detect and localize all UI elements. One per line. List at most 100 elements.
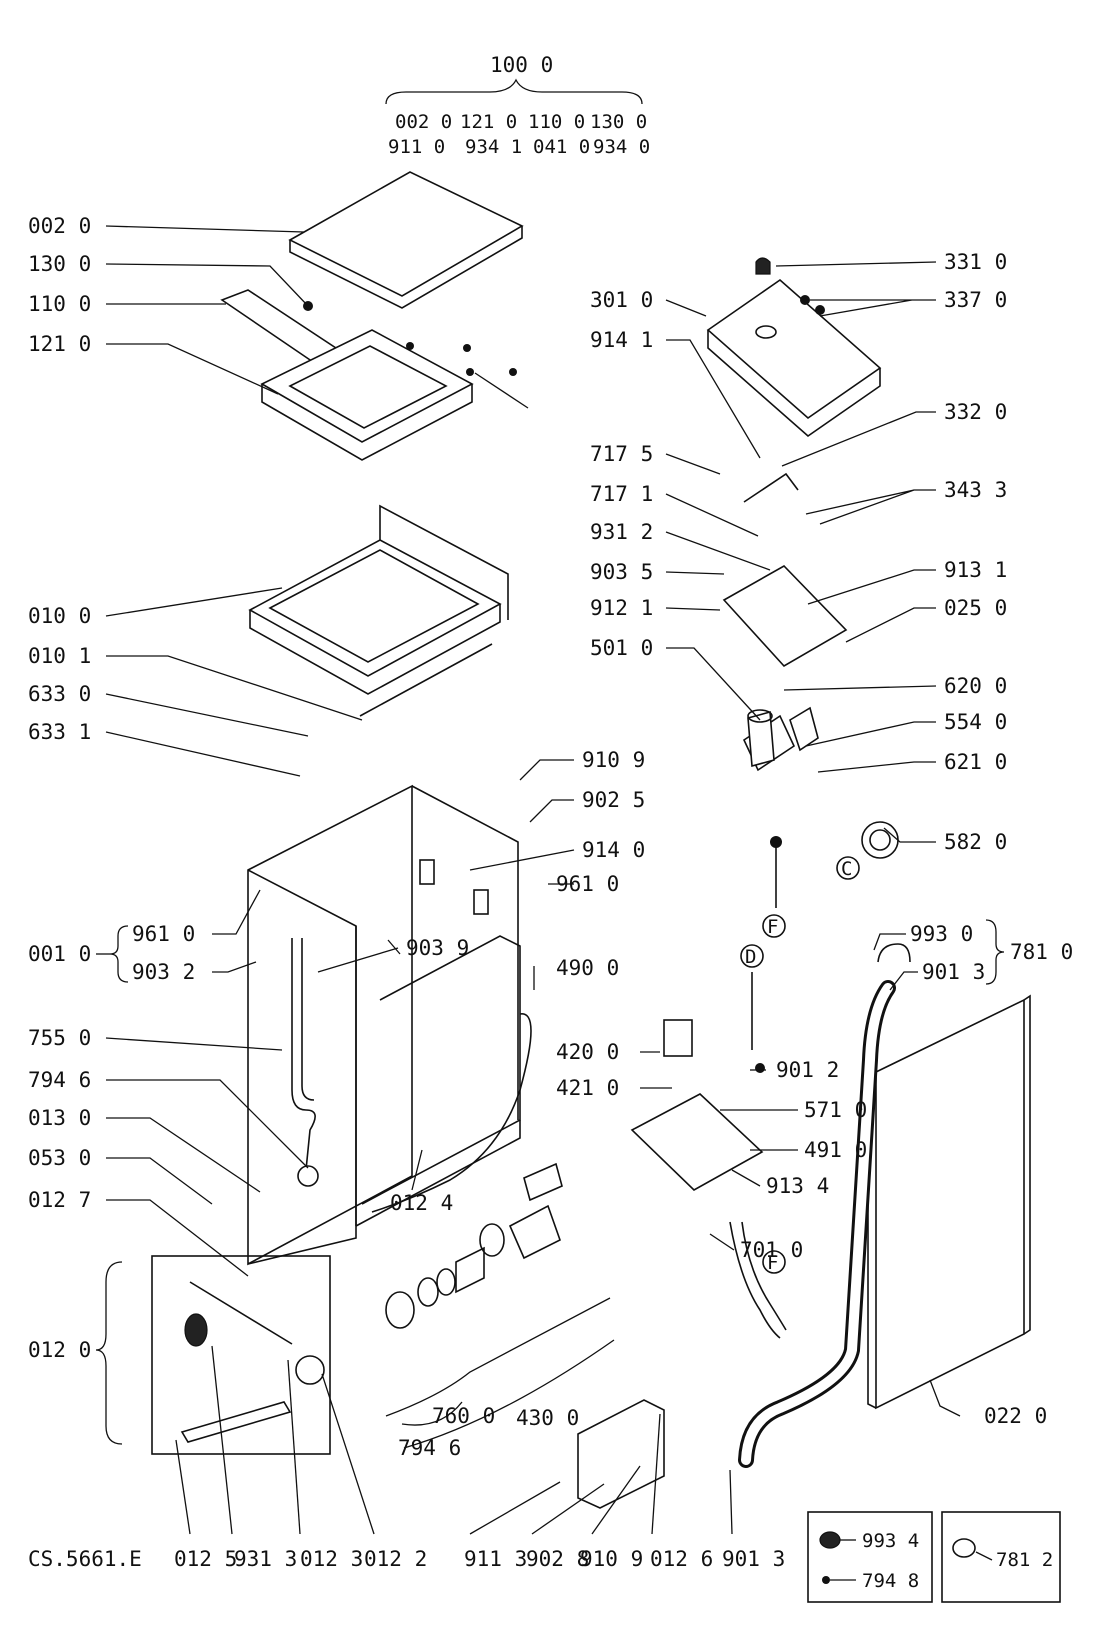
- label-010-1: 010 1: [28, 644, 91, 668]
- marker-f-upper: F: [767, 916, 778, 938]
- brace-781: [985, 919, 1005, 985]
- label-012-6: 012 6: [650, 1547, 713, 1571]
- label-420-0: 420 0: [556, 1040, 619, 1064]
- legend-993-4: 993 4: [862, 1530, 919, 1552]
- label-301-0: 301 0: [590, 288, 653, 312]
- label-top-group-r1-2: 110 0: [528, 111, 585, 133]
- label-top-group-r2-2: 041 0: [533, 136, 590, 158]
- top-group-brace: 100 0 002 0 121 0 110 0 130 0 911 0 934 …: [385, 53, 650, 158]
- circle-markers: C F D F: [740, 856, 860, 1274]
- brace-012: [95, 1261, 123, 1445]
- marker-c: C: [841, 858, 852, 880]
- label-633-0: 633 0: [28, 682, 91, 706]
- left-leaders: [105, 225, 363, 1277]
- label-001-0: 001 0: [28, 942, 91, 966]
- label-top-group: 100 0: [490, 53, 553, 77]
- label-912-1: 912 1: [590, 596, 653, 620]
- label-717-5: 717 5: [590, 442, 653, 466]
- inlet-hose: [729, 1221, 787, 1339]
- label-993-0: 993 0: [910, 922, 973, 946]
- subassembly-box: [151, 1255, 331, 1455]
- drain-pipe: [291, 938, 319, 1187]
- label-914-0: 914 0: [582, 838, 645, 862]
- side-panel: [867, 994, 1031, 1410]
- label-781-0: 781 0: [1010, 940, 1073, 964]
- label-794-6: 794 6: [28, 1068, 91, 1092]
- brace-430: [385, 1297, 615, 1449]
- label-491-0: 491 0: [804, 1138, 867, 1162]
- rod-parts: [751, 836, 782, 1073]
- legend: 993 4 794 8 781 2: [807, 1511, 1061, 1603]
- label-343-3: 343 3: [944, 478, 1007, 502]
- label-931-2: 931 2: [590, 520, 653, 544]
- label-130-0: 130 0: [28, 252, 91, 276]
- label-910-9-bottom: 910 9: [580, 1547, 643, 1571]
- label-top-group-r1-3: 130 0: [590, 111, 647, 133]
- label-012-2: 012 2: [364, 1547, 427, 1571]
- middle-labels: 910 9 902 5 914 0 961 0 903 9 490 0 420 …: [390, 748, 1047, 1460]
- label-top-group-r2-0: 911 0: [388, 136, 445, 158]
- middle-leaders: [317, 759, 961, 1417]
- lower-bracket: [577, 1399, 665, 1509]
- label-620-0: 620 0: [944, 674, 1007, 698]
- label-top-group-r1-1: 121 0: [460, 111, 517, 133]
- label-903-9: 903 9: [406, 936, 469, 960]
- right-labels: 331 0 337 0 301 0 914 1 332 0 717 5 717 …: [590, 250, 1073, 991]
- label-top-group-r1-0: 002 0: [395, 111, 452, 133]
- label-571-0: 571 0: [804, 1098, 867, 1122]
- label-961-0-left: 961 0: [132, 922, 195, 946]
- label-913-1: 913 1: [944, 558, 1007, 582]
- label-331-0: 331 0: [944, 250, 1007, 274]
- label-910-9-mid: 910 9: [582, 748, 645, 772]
- label-902-5: 902 5: [582, 788, 645, 812]
- label-903-2: 903 2: [132, 960, 195, 984]
- label-760-0: 760 0: [432, 1404, 495, 1428]
- motor-pump-501: [747, 709, 775, 768]
- label-013-0: 013 0: [28, 1106, 91, 1130]
- brace-001: [109, 925, 129, 983]
- bottom-labels: CS.5661.E 012 5 931 3 012 3 012 2 911 3 …: [28, 1547, 785, 1571]
- label-490-0: 490 0: [556, 956, 619, 980]
- label-012-5: 012 5: [174, 1547, 237, 1571]
- label-903-5: 903 5: [590, 560, 653, 584]
- label-top-group-r2-3: 934 0: [593, 136, 650, 158]
- label-010-0: 010 0: [28, 604, 91, 628]
- right-leaders: [665, 261, 937, 843]
- label-top-group-r2-1: 934 1: [465, 136, 522, 158]
- part-582: [861, 821, 899, 859]
- label-911-3: 911 3: [464, 1547, 527, 1571]
- label-430-0: 430 0: [516, 1406, 579, 1430]
- control-panel: [706, 257, 882, 438]
- label-002-0: 002 0: [28, 214, 91, 238]
- label-332-0: 332 0: [944, 400, 1007, 424]
- pcb-bracket: [630, 1019, 764, 1191]
- worktop-panel: [288, 171, 524, 309]
- label-931-3: 931 3: [234, 1547, 297, 1571]
- internal-hose: [371, 1013, 532, 1213]
- cabinet: [247, 784, 521, 1266]
- legend-794-8: 794 8: [862, 1570, 919, 1592]
- label-012-7: 012 7: [28, 1188, 91, 1212]
- legend-781-2: 781 2: [996, 1549, 1053, 1571]
- control-mechanism: [722, 472, 848, 772]
- label-633-1: 633 1: [28, 720, 91, 744]
- label-053-0: 053 0: [28, 1146, 91, 1170]
- left-labels: 002 0 130 0 110 0 121 0 010 0 010 1 633 …: [28, 214, 261, 1362]
- marker-f-lower: F: [767, 1252, 778, 1274]
- label-621-0: 621 0: [944, 750, 1007, 774]
- label-337-0: 337 0: [944, 288, 1007, 312]
- label-913-4: 913 4: [766, 1174, 829, 1198]
- bottom-leaders: [175, 1345, 733, 1535]
- label-794-6-mid: 794 6: [398, 1436, 461, 1460]
- label-582-0: 582 0: [944, 830, 1007, 854]
- label-717-1: 717 1: [590, 482, 653, 506]
- label-755-0: 755 0: [28, 1026, 91, 1050]
- label-022-0: 022 0: [984, 1404, 1047, 1428]
- lid-assembly: [248, 504, 509, 717]
- pump-group: [385, 1162, 563, 1329]
- label-961-0-mid: 961 0: [556, 872, 619, 896]
- label-501-0: 501 0: [590, 636, 653, 660]
- outlet-hose: [738, 943, 911, 1468]
- label-901-3-bottom: 901 3: [722, 1547, 785, 1571]
